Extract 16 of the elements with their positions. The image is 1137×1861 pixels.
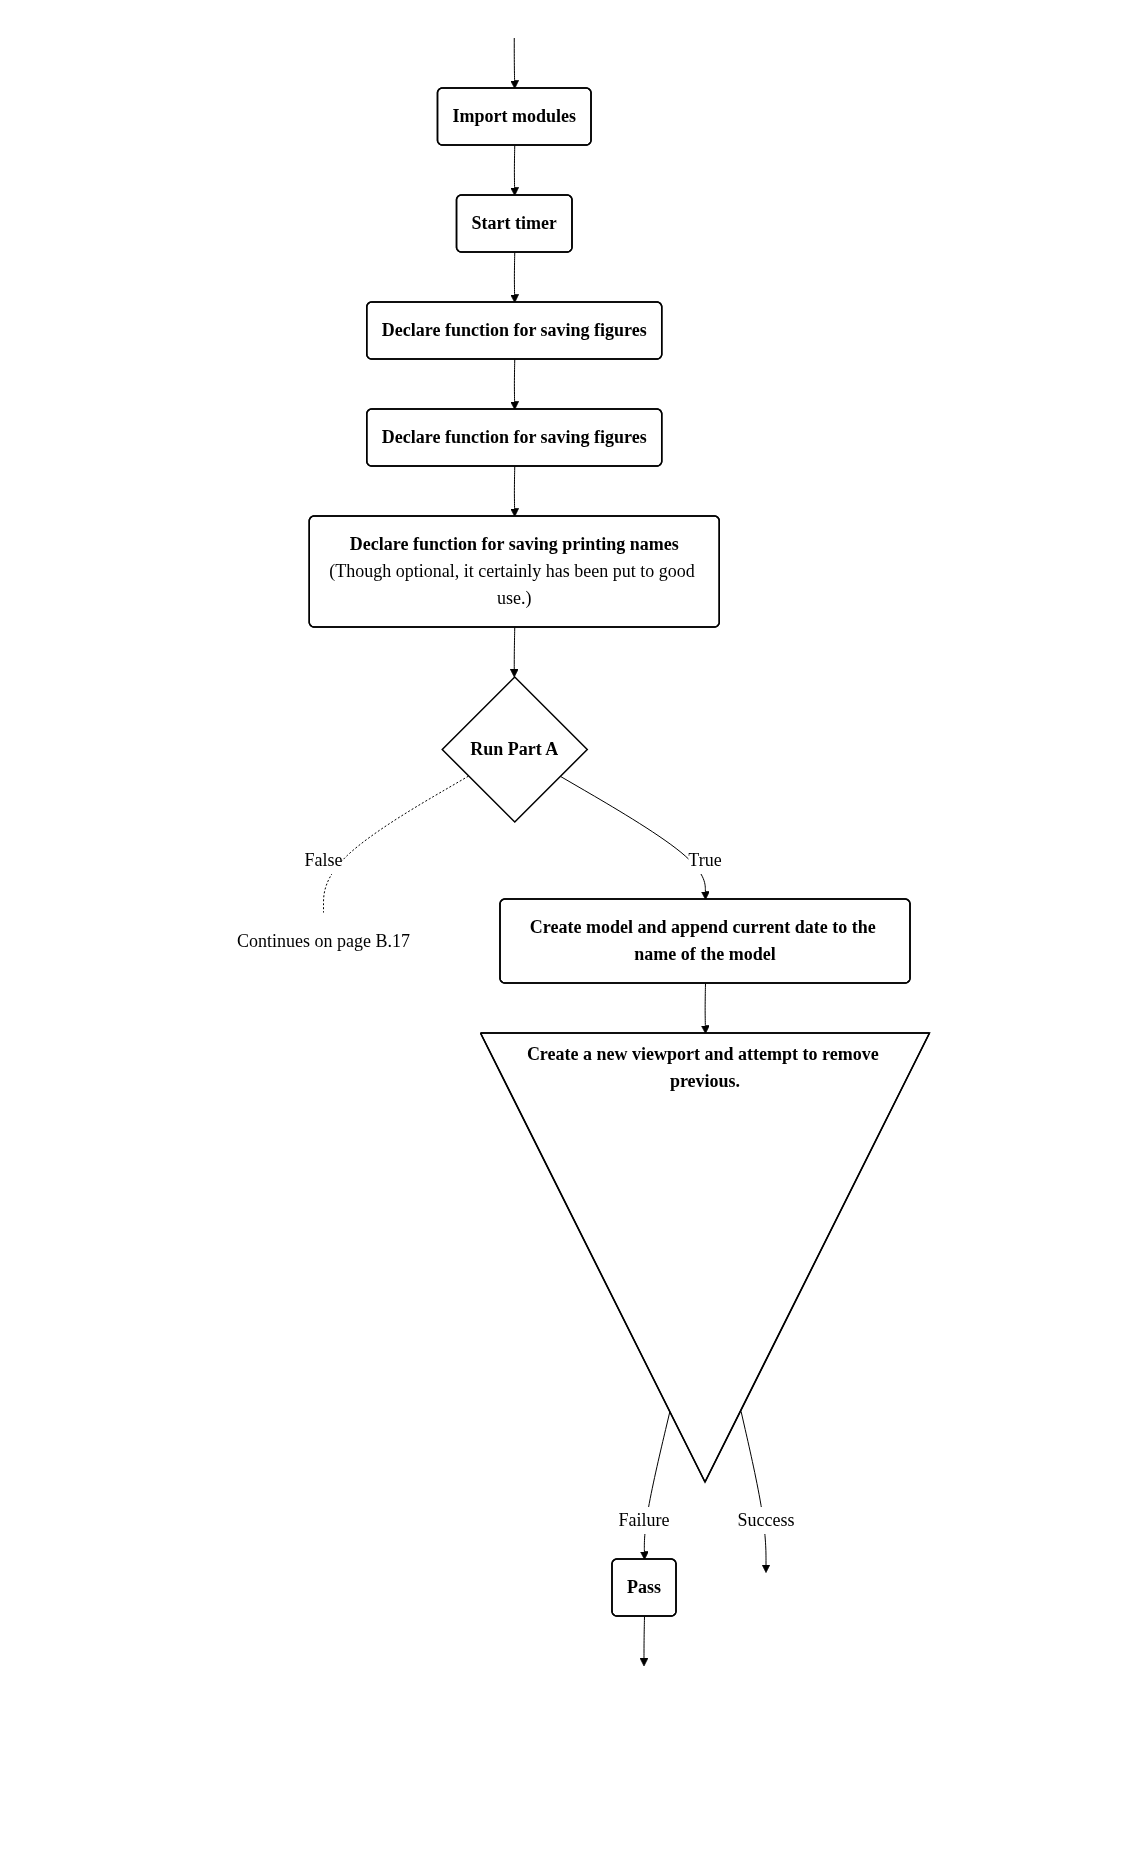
node-diamond: Run Part A — [441, 675, 589, 824]
node-text: Continues on page B.17 — [237, 930, 411, 951]
arrow — [510, 466, 520, 517]
connector — [323, 775, 470, 913]
edge-label: True — [688, 850, 722, 871]
arrow — [639, 1616, 649, 1667]
arrow — [701, 983, 710, 1034]
arrow — [510, 252, 520, 303]
edge-label: Failure — [618, 1510, 670, 1531]
arrow — [510, 37, 520, 89]
arrow — [510, 627, 519, 678]
edge-label: False — [304, 850, 343, 871]
arrow — [510, 359, 520, 410]
arrow — [510, 145, 520, 196]
arrow — [559, 775, 711, 900]
edge-label: Success — [737, 1510, 795, 1531]
